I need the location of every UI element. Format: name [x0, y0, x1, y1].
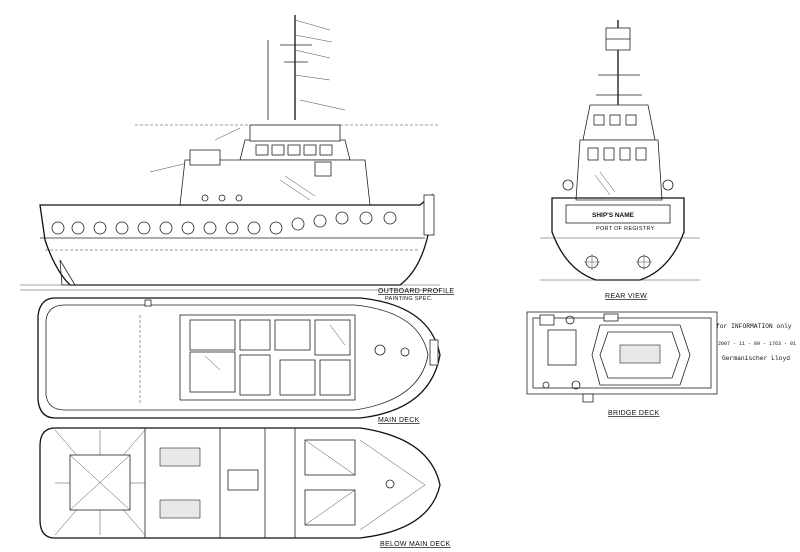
below-main-deck-view: BELOW MAIN DECK: [39, 427, 451, 548]
outboard-profile-view: OUTBOARD PROFILE PAINTING SPEC.: [20, 15, 454, 302]
stamp-line-2: 2007 - 11 - 09 - 1763 - 01: [718, 341, 796, 347]
stamp-line-1: for INFORMATION only: [716, 323, 792, 330]
classification-stamp: for INFORMATION only 2007 - 11 - 09 - 17…: [716, 323, 796, 362]
rear-view: SHIP'S NAME PORT OF REGISTRY REAR VIEW: [540, 20, 700, 300]
main-deck-view: MAIN DECK: [37, 297, 441, 424]
outboard-profile-subtitle: PAINTING SPEC.: [385, 296, 433, 302]
bridge-deck-title: BRIDGE DECK: [608, 410, 660, 417]
rear-nameboard: SHIP'S NAME: [592, 212, 635, 219]
stamp-line-3: Germanischer Lloyd: [722, 355, 790, 362]
outboard-profile-title: OUTBOARD PROFILE: [378, 288, 454, 295]
below-main-deck-title: BELOW MAIN DECK: [380, 541, 451, 548]
main-deck-title: MAIN DECK: [378, 417, 420, 424]
fender-row: [51, 211, 397, 235]
rear-propellers: [584, 254, 652, 270]
bridge-deck-view: BRIDGE DECK: [526, 311, 718, 417]
rear-port-of-registry: PORT OF REGISTRY: [596, 226, 655, 232]
rear-view-title: REAR VIEW: [605, 293, 647, 300]
